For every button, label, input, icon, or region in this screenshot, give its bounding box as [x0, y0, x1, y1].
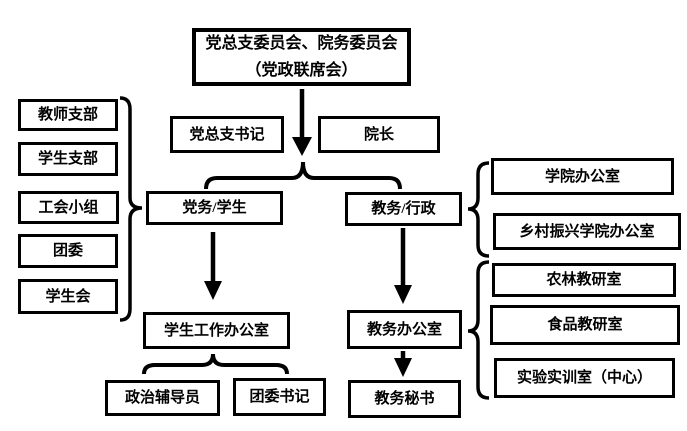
- node-student-union: 学生会: [18, 279, 118, 314]
- brace-teaching-units: [467, 260, 490, 400]
- arrow-academic-office-down: [394, 351, 412, 377]
- brace-left-units: [119, 96, 143, 322]
- node-dean: 院长: [318, 116, 440, 153]
- node-academic-office: 教务办公室: [347, 310, 462, 349]
- node-joint-committee-line2: （党政联席会）: [245, 62, 358, 79]
- node-agroforestry-teaching-office: 农林教研室: [492, 263, 676, 297]
- node-student-branch: 学生支部: [18, 142, 118, 176]
- brace-student-office-split: [142, 353, 289, 375]
- node-college-office: 学院办公室: [491, 158, 674, 195]
- node-student-affairs-office: 学生工作办公室: [143, 312, 290, 349]
- node-political-counselor: 政治辅导员: [105, 380, 220, 416]
- node-lab-training-center: 实验实训室（中心）: [494, 358, 675, 398]
- node-academic-admin: 教务/行政: [345, 192, 462, 226]
- node-party-student: 党务/学生: [146, 191, 283, 225]
- arrow-committee-down: [292, 89, 312, 156]
- node-rural-revitalization-office: 乡村振兴学院办公室: [493, 213, 681, 250]
- node-academic-secretary: 教务秘书: [348, 380, 461, 418]
- node-teacher-branch: 教师支部: [18, 99, 118, 131]
- brace-split-top: [204, 161, 402, 190]
- node-youth-league: 团委: [18, 234, 118, 268]
- arrow-academic-admin-down: [394, 228, 412, 304]
- node-union-group: 工会小组: [18, 191, 119, 224]
- node-food-teaching-office: 食品教研室: [490, 305, 680, 345]
- node-party-secretary: 党总支书记: [170, 116, 284, 153]
- node-league-secretary: 团委书记: [233, 378, 326, 416]
- node-joint-committee-line1: 党总支委员会、院务委员会: [205, 34, 398, 52]
- node-joint-committee: 党总支委员会、院务委员会 （党政联席会）: [192, 28, 411, 86]
- brace-admin-units: [467, 161, 490, 258]
- arrow-party-student-down: [204, 232, 222, 300]
